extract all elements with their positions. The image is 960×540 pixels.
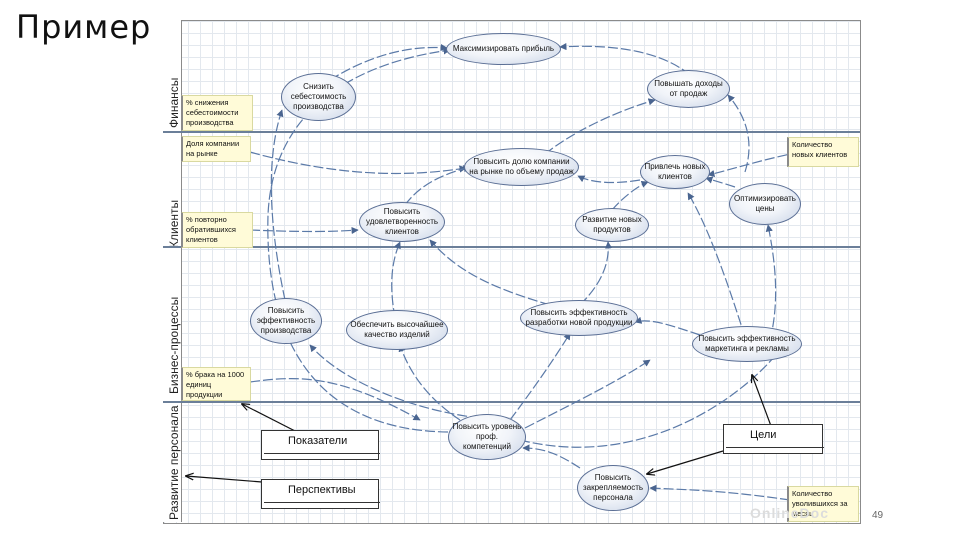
connector bbox=[522, 444, 581, 469]
goal-increase-income: Повышать доходы от продаж bbox=[647, 70, 730, 108]
goal-reduce-cost: Снизить себестоимость производства bbox=[281, 73, 356, 121]
legend-indicators: Показатели bbox=[261, 430, 380, 460]
goal-attract-clients: Привлечь новых клиентов bbox=[640, 155, 710, 189]
legend-pointer bbox=[186, 476, 263, 483]
connector bbox=[687, 192, 746, 338]
legend-pointer bbox=[752, 375, 772, 427]
goal-market-share: Повысить долю компании на рынке по объем… bbox=[464, 148, 579, 186]
goal-optimize-prices: Оптимизировать цены bbox=[729, 183, 801, 225]
connector bbox=[267, 47, 451, 433]
lane-separator bbox=[163, 131, 860, 133]
goal-quality: Обеспечить высочайшее качество изделий bbox=[346, 310, 448, 350]
connector bbox=[249, 378, 421, 421]
goal-new-products: Развитие новых продуктов bbox=[575, 208, 649, 242]
lane-separator bbox=[163, 401, 860, 403]
connector bbox=[249, 151, 467, 175]
connector bbox=[404, 165, 471, 206]
connector bbox=[579, 241, 613, 306]
connector bbox=[611, 180, 649, 211]
goal-staff-retention: Повысить закрепляемость персонала bbox=[577, 465, 649, 511]
connector bbox=[249, 226, 359, 235]
indicator-new-clients: Количество новых клиентов bbox=[787, 137, 859, 167]
connector bbox=[398, 344, 461, 421]
connector bbox=[391, 241, 401, 319]
watermark-logo: OnlineDoc bbox=[750, 505, 830, 521]
connector bbox=[559, 43, 691, 76]
legend-pointer bbox=[647, 450, 724, 474]
goal-marketing-efficiency: Повысить эффективность маркетинга и рекл… bbox=[692, 326, 802, 362]
connector bbox=[509, 332, 571, 421]
indicator-defects: % брака на 1000 единиц продукции bbox=[181, 367, 251, 401]
legend-pointer bbox=[242, 404, 298, 433]
goal-maximize-profit: Максимизировать прибыль bbox=[446, 33, 561, 65]
connector bbox=[524, 359, 651, 429]
slide-title: Пример bbox=[16, 8, 152, 46]
connector bbox=[705, 176, 736, 188]
connector bbox=[329, 43, 448, 81]
legend-goals: Цели bbox=[723, 424, 824, 454]
connector bbox=[577, 175, 641, 184]
connector bbox=[707, 151, 801, 178]
legend-perspectives: Перспективы bbox=[261, 479, 380, 509]
indicator-repeat-clients: % повторно обратившихся клиентов bbox=[181, 212, 253, 248]
connector bbox=[519, 349, 781, 448]
connector bbox=[544, 98, 656, 155]
connector bbox=[429, 239, 551, 306]
connector bbox=[634, 316, 701, 336]
connector bbox=[649, 484, 791, 501]
page-number: 49 bbox=[872, 510, 884, 521]
indicator-resigned-staff: Количество уволившихся за месяц bbox=[787, 486, 859, 522]
connector bbox=[765, 224, 777, 341]
lane-separator bbox=[163, 246, 860, 248]
connector bbox=[270, 109, 286, 301]
goal-client-satisfaction: Повысить удовлетворенность клиентов bbox=[359, 202, 445, 242]
goal-competence: Повысить уровень проф. компетенций bbox=[448, 414, 526, 460]
goal-production-efficiency: Повысить эффективность производства bbox=[250, 298, 322, 344]
connector bbox=[727, 94, 750, 173]
indicator-market-share: Доля компании на рынке bbox=[181, 136, 251, 162]
goal-development-efficiency: Повысить эффективность разработки новой … bbox=[520, 300, 638, 336]
connector bbox=[309, 344, 481, 419]
indicator-cost-reduction: % снижения себестоимости производства bbox=[181, 95, 253, 131]
perspective-label-column bbox=[163, 20, 182, 522]
